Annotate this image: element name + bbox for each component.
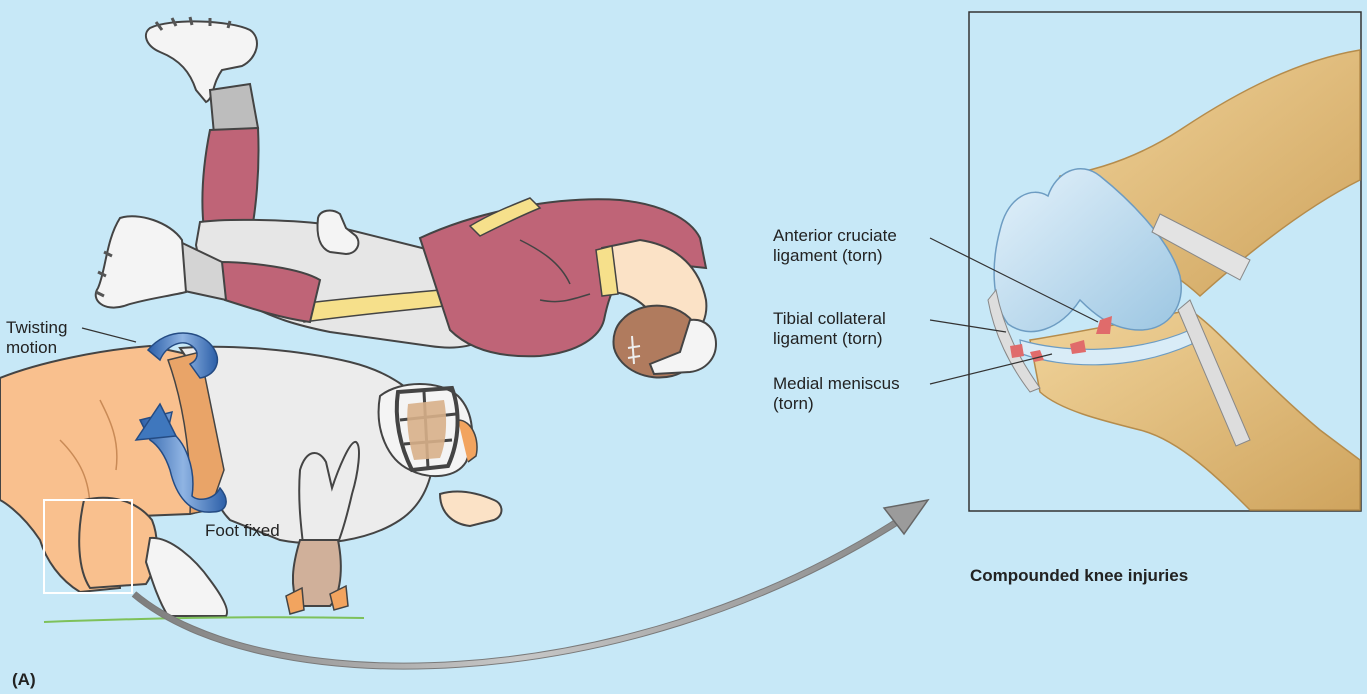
acl-label: Anterior cruciate ligament (torn) (773, 226, 897, 266)
tackling-player (96, 17, 716, 378)
tcl-label-line2: ligament (torn) (773, 329, 886, 349)
panel-label: (A) (12, 670, 36, 690)
twisting-label-line1: Twisting (6, 318, 67, 338)
meniscus-label-line2: (torn) (773, 394, 900, 414)
injured-player (0, 346, 502, 622)
twisting-label-line2: motion (6, 338, 67, 358)
meniscus-label: Medial meniscus (torn) (773, 374, 900, 414)
twisting-motion-label: Twisting motion (6, 318, 67, 358)
inset-caption: Compounded knee injuries (970, 566, 1188, 586)
tcl-label: Tibial collateral ligament (torn) (773, 309, 886, 349)
meniscus-label-line1: Medial meniscus (773, 374, 900, 394)
acl-label-line2: ligament (torn) (773, 246, 897, 266)
acl-label-line1: Anterior cruciate (773, 226, 897, 246)
knee-inset (969, 12, 1361, 511)
tcl-label-line1: Tibial collateral (773, 309, 886, 329)
foot-fixed-label: Foot fixed (205, 521, 280, 541)
